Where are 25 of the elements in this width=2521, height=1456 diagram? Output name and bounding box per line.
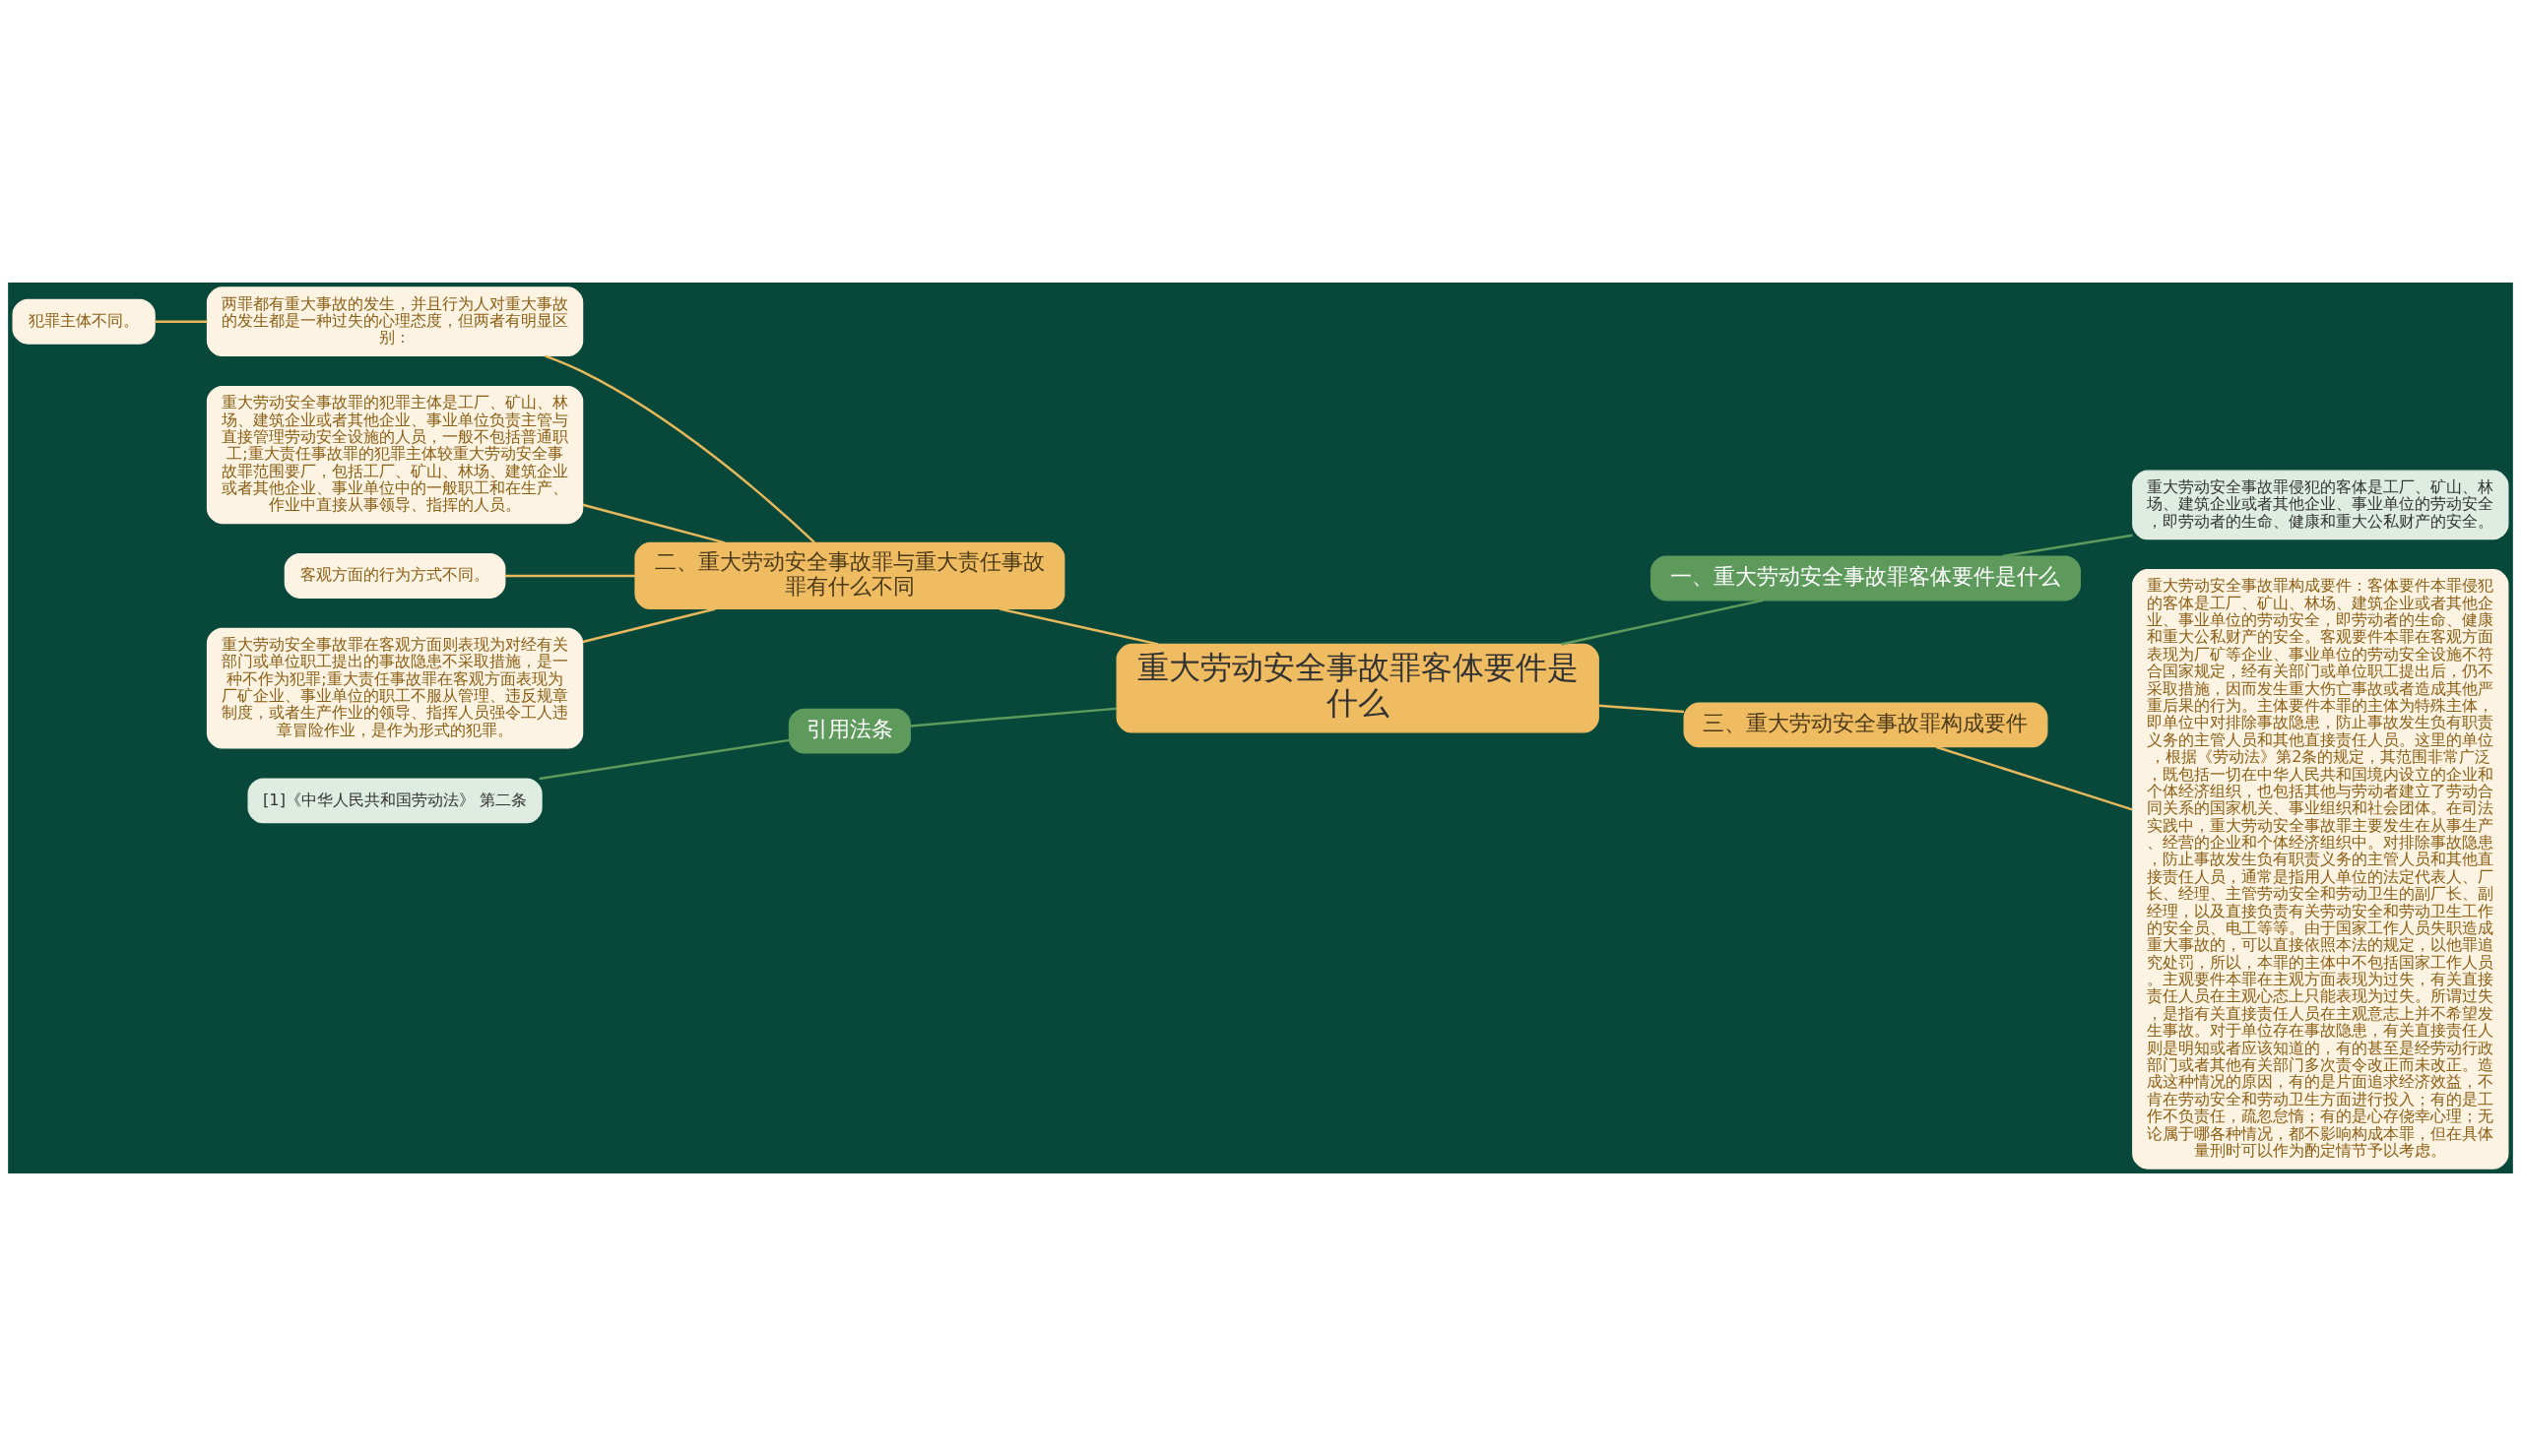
connector <box>1561 599 1764 646</box>
node-box: 客观方面的行为方式不同。 <box>284 553 506 599</box>
connector <box>999 607 1159 646</box>
connector <box>1935 745 2133 811</box>
connector <box>2002 534 2133 558</box>
node-box: [1]《中华人民共和国劳动法》 第二条 <box>247 778 543 824</box>
connector <box>504 574 635 578</box>
node-box: 重大劳动安全事故罪侵犯的客体是工厂、矿山、林场、建筑企业或者其他企业、事业单位的劳动安全，即劳动者的生命、健康和重大公私财产的安全。 <box>2132 470 2509 540</box>
node-box: 重大劳动安全事故罪构成要件：客体要件本罪侵犯的客体是工厂、矿山、林场、建筑企业或者其他企业、事业单位的劳动安全，即劳动者的生命、健康和重大公私财产的安全。客观要件本罪在客观方面表现为厂矿等企业、事业单位的劳动安全设施不符合国家规定，经有关部门或单位职工提出后，仍不采取措施，因而发生重大伤亡事故或者造成其他严重后果的行为。主体要件本罪的主体为特殊主体，即单位中对排除事故隐患，防止事故发生负有职责义务的主管人员和其他直接责任人员。这里的单位，根据《劳动法》第2条的规定，其范围非常广泛，既包括一切在中华人民共和国境内设立的企业和个体经济组织，也包括其他与劳动者建立了劳动合同关系的国家机关、事业组织和社会团体。在司法实践中，重大劳动安全事故罪主要发生在从事生产、经营的企业和个体经济组织中。对排除事故隐患，防止事故发生负有职责义务的主管人员和其他直接责任人员，通常是指用人单位的法定代表人、厂长、经理、主管劳动安全和劳动卫生的副厂长、副经理，以及直接负责有关劳动安全和劳动卫生工作的安全员、电工等等。由于国家工作人员失职造成重大事故的，可以直接依照本法的规定，以他罪追究处罚，所以，本罪的主体中不包括国家工作人员。主观要件本罪在主观方面表现为过失，有关直接责任人员在主观心态上只能表现为过失。所谓过失，是指有关直接责任人员在主观意志上并不希望发生事故。对于单位存在事故隐患，有关直接责任人则是明知或者应该知道的，有的甚至是经劳动行政部门或者其他有关部门多次责令改正而未改正。造成这种情况的原因，有的是片面追求经济效益，不肯在劳动安全和劳动卫生方面进行投入；有的是工作不负责任，疏忽怠惰；有的是心存侥幸心理；无论属于哪各种情况，都不影响构成本罪，但在具体量刑时可以作为酌定情节予以考虑。 <box>2132 569 2509 1170</box>
connector <box>545 354 815 544</box>
connector <box>910 707 1118 728</box>
node-box: 一、重大劳动安全事故罪客体要件是什么 <box>1650 555 2081 601</box>
node-box: 重大劳动安全事故罪在客观方面则表现为对经有关部门或单位职工提出的事故隐患不采取措施，是一种不作为犯罪;重大责任事故罪在客观方面表现为厂矿企业、事业单位的职工不服从管理、违反规章制度，或者生产作业的领导、指挥人员强令工人违章冒险作业，是作为形式的犯罪。 <box>206 627 584 749</box>
node-box: 重大劳动安全事故罪客体要件是什么 <box>1116 643 1599 733</box>
connector <box>1598 704 1685 714</box>
connector <box>582 607 716 644</box>
node-box: 三、重大劳动安全事故罪构成要件 <box>1683 702 2048 748</box>
node-box: 二、重大劳动安全事故罪与重大责任事故罪有什么不同 <box>634 541 1066 610</box>
connector <box>582 503 726 544</box>
connector <box>539 738 790 781</box>
node-box: 重大劳动安全事故罪的犯罪主体是工厂、矿山、林场、建筑企业或者其他企业、事业单位负责主管与直接管理劳动安全设施的人员，一般不包括普通职工;重大责任事故罪的犯罪主体较重大劳动安全事故罪范围要厂，包括工厂、矿山、林场、建筑企业或者其他企业、事业单位中的一般职工和在生产、作业中直接从事领导、指挥的人员。 <box>206 385 584 525</box>
node-box: 两罪都有重大事故的发生，并且行为人对重大事故的发生都是一种过失的心理态度，但两者有明显区别： <box>206 286 584 357</box>
connector <box>155 320 208 323</box>
node-box: 引用法条 <box>788 708 911 754</box>
node-box: 犯罪主体不同。 <box>12 298 156 345</box>
